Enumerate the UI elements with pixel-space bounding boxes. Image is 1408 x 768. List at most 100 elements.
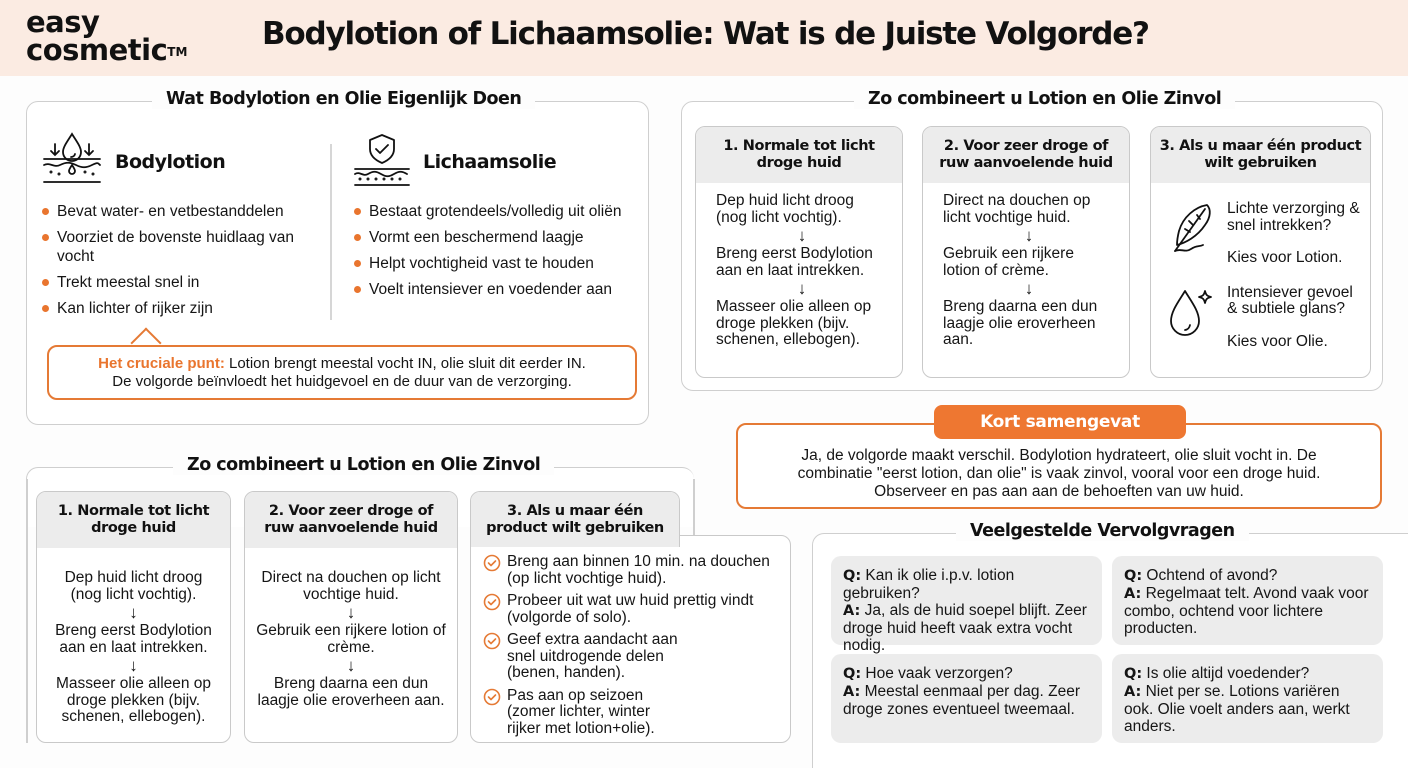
faq-panel: Veelgestelde Vervolgvragen Q: Kan ik oli… xyxy=(812,521,1408,768)
lotion-bullet: Bevat water- en vetbestanddelen xyxy=(41,202,326,221)
faq-title: Veelgestelde Vervolgvragen xyxy=(956,521,1249,541)
sparkle-drop-icon xyxy=(1167,285,1217,346)
faq-question: Kan ik olie i.p.v. lotion gebruiken? xyxy=(843,567,1015,602)
crucial-point-callout: Het cruciale punt: Lotion brengt meestal… xyxy=(47,345,637,400)
summary-line-3: Observeer en pas aan aan de behoeften va… xyxy=(874,483,1244,500)
tip-text: Probeer uit wat uw huid prettig vindt (v… xyxy=(507,592,754,626)
skin-shield-icon xyxy=(353,132,411,193)
callout-lead: Het cruciale punt: xyxy=(98,355,225,372)
oil-column: Lichaamsolie Bestaat grotendeels/volledi… xyxy=(353,132,643,306)
check-circle-icon xyxy=(483,554,501,577)
faq-answer: Regelmaat telt. Avond vaak voor combo, o… xyxy=(1124,585,1369,637)
tip-item: Pas aan op seizoen (zomer lichter, winte… xyxy=(481,686,782,738)
panel-border-segment xyxy=(26,479,28,743)
step-text: Masseer olie alleen op droge plekken (bi… xyxy=(716,298,872,348)
lotion-column: Bodylotion Bevat water- en vetbestanddel… xyxy=(41,131,326,325)
faq-question: Ochtend of avond? xyxy=(1142,567,1278,584)
check-circle-icon xyxy=(483,632,501,655)
combine-panel-top: Zo combineert u Lotion en Olie Zinvol 1.… xyxy=(681,89,1383,391)
card-normal-skin-bottom: 1. Normale tot licht droge huid Dep huid… xyxy=(36,491,231,743)
tip-text: Breng aan binnen 10 min. na douchen (op … xyxy=(507,553,770,587)
faq-answer: Niet per se. Lotions variëren ook. Olie … xyxy=(1124,683,1350,735)
page-title: Bodylotion of Lichaamsolie: Wat is de Ju… xyxy=(262,16,1150,52)
faq-item: Q: Hoe vaak verzorgen? A: Meestal eenmaa… xyxy=(831,654,1102,743)
card-very-dry-skin-bottom: 2. Voor zeer droge of ruw aanvoelende hu… xyxy=(244,491,458,743)
tip-text: Pas aan op seizoen (zomer lichter, winte… xyxy=(507,686,655,737)
check-circle-icon xyxy=(483,688,501,711)
step-text: Dep huid licht droog (nog licht vochtig)… xyxy=(716,192,854,226)
step-text: Direct na douchen op licht vochtige huid… xyxy=(943,192,1091,226)
card-one-product-bottom-tab: 3. Als u maar één product wilt gebruiken xyxy=(470,491,680,547)
oil-bullet-list: Bestaat grotendeels/volledig uit oliën V… xyxy=(353,202,643,299)
header-banner: easy cosmeticTM Bodylotion of Lichaamsol… xyxy=(0,0,1408,76)
oil-heading: Lichaamsolie xyxy=(423,151,557,173)
answer-label: A: xyxy=(843,603,861,619)
oil-bullet: Voelt intensiever en voedender aan xyxy=(353,280,643,299)
logo-line-1: easy xyxy=(26,5,100,39)
tip-text: Geef extra aandacht aan snel uitdrogende… xyxy=(507,631,678,681)
question-label: Q: xyxy=(1124,568,1143,584)
step-text: Breng eerst Bodylotion aan en laat intre… xyxy=(55,622,212,656)
check-circle-icon xyxy=(483,593,501,616)
option-answer: Kies voor Lotion. xyxy=(1227,249,1343,266)
combine-top-title: Zo combineert u Lotion en Olie Zinvol xyxy=(854,89,1236,109)
faq-item: Q: Kan ik olie i.p.v. lotion gebruiken? … xyxy=(831,556,1102,654)
faq-answer: Meestal eenmaal per dag. Zeer droge zone… xyxy=(843,683,1080,718)
lotion-bullet-list: Bevat water- en vetbestanddelen Voorziet… xyxy=(41,202,326,318)
option-question: Lichte verzorging & snel intrekken? xyxy=(1227,200,1360,234)
tip-item: Probeer uit wat uw huid prettig vindt (v… xyxy=(481,592,782,626)
card-heading: 3. Als u maar één product wilt gebruiken xyxy=(1151,127,1370,183)
option-lotion: Lichte verzorging & snel intrekken? Kies… xyxy=(1167,200,1366,267)
down-arrow-icon: ↓ xyxy=(1024,279,1034,298)
step-text: Breng eerst Bodylotion aan en laat intre… xyxy=(716,245,873,279)
question-label: Q: xyxy=(843,568,862,584)
down-arrow-icon: ↓ xyxy=(1024,226,1034,245)
answer-label: A: xyxy=(1124,684,1142,700)
oil-bullet: Vormt een beschermend laagje xyxy=(353,228,643,247)
feather-icon xyxy=(1167,201,1217,262)
step-text: Breng daarna een dun laagje olie eroverh… xyxy=(257,675,445,709)
column-divider xyxy=(330,144,332,320)
answer-label: A: xyxy=(843,684,861,700)
logo-line-2: cosmetic xyxy=(26,33,168,67)
lotion-bullet: Kan lichter of rijker zijn xyxy=(41,299,326,318)
lotion-heading: Bodylotion xyxy=(115,151,226,173)
step-text: Gebruik een rijkere lotion of crème. xyxy=(256,622,446,656)
step-text: Gebruik een rijkere lotion of crème. xyxy=(943,245,1074,279)
down-arrow-icon: ↓ xyxy=(346,656,356,675)
option-question: Intensiever gevoel & subtiele glans? xyxy=(1227,283,1353,317)
faq-question: Is olie altijd voedender? xyxy=(1142,665,1310,682)
panel-border-segment xyxy=(693,479,695,535)
card-heading: 3. Als u maar één product wilt gebruiken xyxy=(471,492,679,547)
tips-list: Breng aan binnen 10 min. na douchen (op … xyxy=(471,536,790,737)
question-label: Q: xyxy=(843,666,862,682)
oil-bullet: Helpt vochtigheid vast te houden xyxy=(353,254,643,273)
faq-question: Hoe vaak verzorgen? xyxy=(861,665,1013,682)
down-arrow-icon: ↓ xyxy=(797,226,807,245)
down-arrow-icon: ↓ xyxy=(797,279,807,298)
card-heading: 2. Voor zeer droge of ruw aanvoelende hu… xyxy=(245,492,457,548)
option-answer: Kies voor Olie. xyxy=(1227,332,1328,350)
down-arrow-icon: ↓ xyxy=(346,603,356,622)
faq-item: Q: Is olie altijd voedender? A: Niet per… xyxy=(1112,654,1383,743)
card-heading: 1. Normale tot licht droge huid xyxy=(696,127,902,183)
step-text: Breng daarna een dun laagje olie eroverh… xyxy=(943,298,1098,348)
summary-line-1: Ja, de volgorde maakt verschil. Bodyloti… xyxy=(801,447,1317,464)
callout-line-1: Lotion brengt meestal vocht IN, olie slu… xyxy=(224,355,586,372)
tip-item: Breng aan binnen 10 min. na douchen (op … xyxy=(481,553,782,587)
combine-bottom-title: Zo combineert u Lotion en Olie Zinvol xyxy=(173,455,555,475)
down-arrow-icon: ↓ xyxy=(129,656,138,675)
faq-item: Q: Ochtend of avond? A: Regelmaat telt. … xyxy=(1112,556,1383,645)
card-heading: 1. Normale tot licht droge huid xyxy=(37,492,230,548)
step-text: Direct na douchen op licht vochtige huid… xyxy=(261,569,441,603)
question-label: Q: xyxy=(1124,666,1143,682)
step-text: Masseer olie alleen op droge plekken (bi… xyxy=(55,675,212,725)
oil-bullet: Bestaat grotendeels/volledig uit oliën xyxy=(353,202,643,221)
card-one-product: 3. Als u maar één product wilt gebruiken… xyxy=(1150,126,1371,378)
step-text: Dep huid licht droog (nog licht vochtig)… xyxy=(64,569,203,603)
down-arrow-icon: ↓ xyxy=(129,603,138,622)
summary-badge: Kort samengevat xyxy=(934,405,1186,439)
summary-line-2: combinatie "eerst lotion, dan olie" is v… xyxy=(797,465,1321,482)
what-it-does-panel: Wat Bodylotion en Olie Eigenlijk Doen Bo… xyxy=(26,89,649,425)
card-one-product-bottom: Breng aan binnen 10 min. na douchen (op … xyxy=(470,535,791,743)
